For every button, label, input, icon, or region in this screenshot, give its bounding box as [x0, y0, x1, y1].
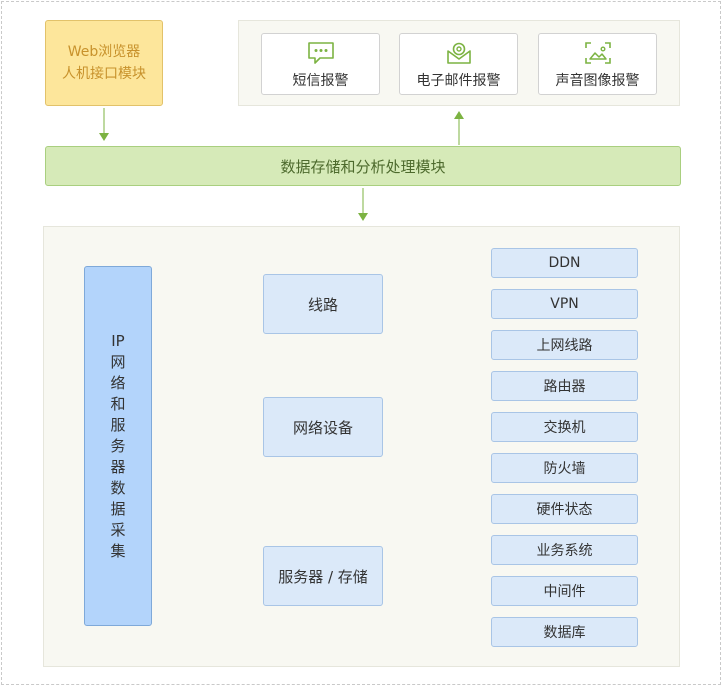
alarm-email: 电子邮件报警	[399, 33, 518, 95]
email-icon	[446, 42, 471, 64]
collection-char: 集	[110, 541, 126, 560]
collection-char: 据	[110, 499, 126, 518]
collection-char: 络	[110, 373, 126, 392]
leaf-label: 业务系统	[536, 543, 593, 559]
collection-char: 网	[110, 352, 126, 371]
alarm-panel: 短信报警 电子邮件报警 声音图像报警	[238, 20, 680, 106]
leaf-router: 路由器	[491, 371, 638, 401]
leaf-internet-line: 上网线路	[491, 330, 638, 360]
storage-module-label: 数据存储和分析处理模块	[280, 157, 446, 176]
leaf-hardware-status: 硬件状态	[491, 494, 638, 524]
category-network-devices-label: 网络设备	[292, 418, 353, 437]
leaf-label: 路由器	[543, 379, 586, 395]
sms-icon	[307, 42, 334, 64]
data-collection-module: IP 网 络 和 服 务 器 数 据 采 集	[84, 266, 152, 626]
collection-char: 务	[110, 436, 126, 455]
leaf-firewall: 防火墙	[491, 453, 638, 483]
alarm-email-label: 电子邮件报警	[416, 73, 501, 89]
category-lines: 线路	[263, 274, 383, 334]
leaf-vpn: VPN	[491, 289, 638, 319]
leaf-switch: 交换机	[491, 412, 638, 442]
leaf-label: 硬件状态	[536, 502, 593, 518]
leaf-label: 数据库	[543, 625, 586, 641]
category-lines-label: 线路	[307, 295, 338, 314]
alarm-sms: 短信报警	[261, 33, 380, 95]
leaf-label: 防火墙	[543, 461, 586, 477]
category-server-storage: 服务器 / 存储	[263, 546, 383, 606]
leaf-label: 交换机	[543, 420, 586, 436]
leaf-business-system: 业务系统	[491, 535, 638, 565]
leaf-label: 上网线路	[536, 338, 593, 354]
collection-char: 服	[110, 415, 126, 434]
collection-char: 器	[110, 457, 126, 476]
leaf-ddn: DDN	[491, 248, 638, 278]
alarm-sms-label: 短信报警	[292, 73, 349, 89]
collection-char: IP	[111, 331, 125, 350]
image-icon	[584, 42, 611, 64]
collection-char: 和	[110, 394, 126, 413]
collection-char: 采	[110, 520, 126, 539]
leaf-label: 中间件	[543, 584, 586, 600]
category-network-devices: 网络设备	[263, 397, 383, 457]
alarm-image: 声音图像报警	[538, 33, 657, 95]
web-module-line2: 人机接口模块	[62, 66, 146, 82]
category-server-storage-label: 服务器 / 存储	[278, 567, 368, 586]
alarm-image-label: 声音图像报警	[555, 73, 640, 89]
web-module-line1: Web浏览器	[67, 44, 141, 60]
leaf-database: 数据库	[491, 617, 638, 647]
storage-analysis-module: 数据存储和分析处理模块	[45, 146, 681, 186]
leaf-label: VPN	[550, 296, 579, 312]
collection-char: 数	[110, 478, 126, 497]
leaf-middleware: 中间件	[491, 576, 638, 606]
leaf-label: DDN	[548, 255, 581, 271]
web-interface-module: Web浏览器 人机接口模块	[45, 20, 163, 106]
